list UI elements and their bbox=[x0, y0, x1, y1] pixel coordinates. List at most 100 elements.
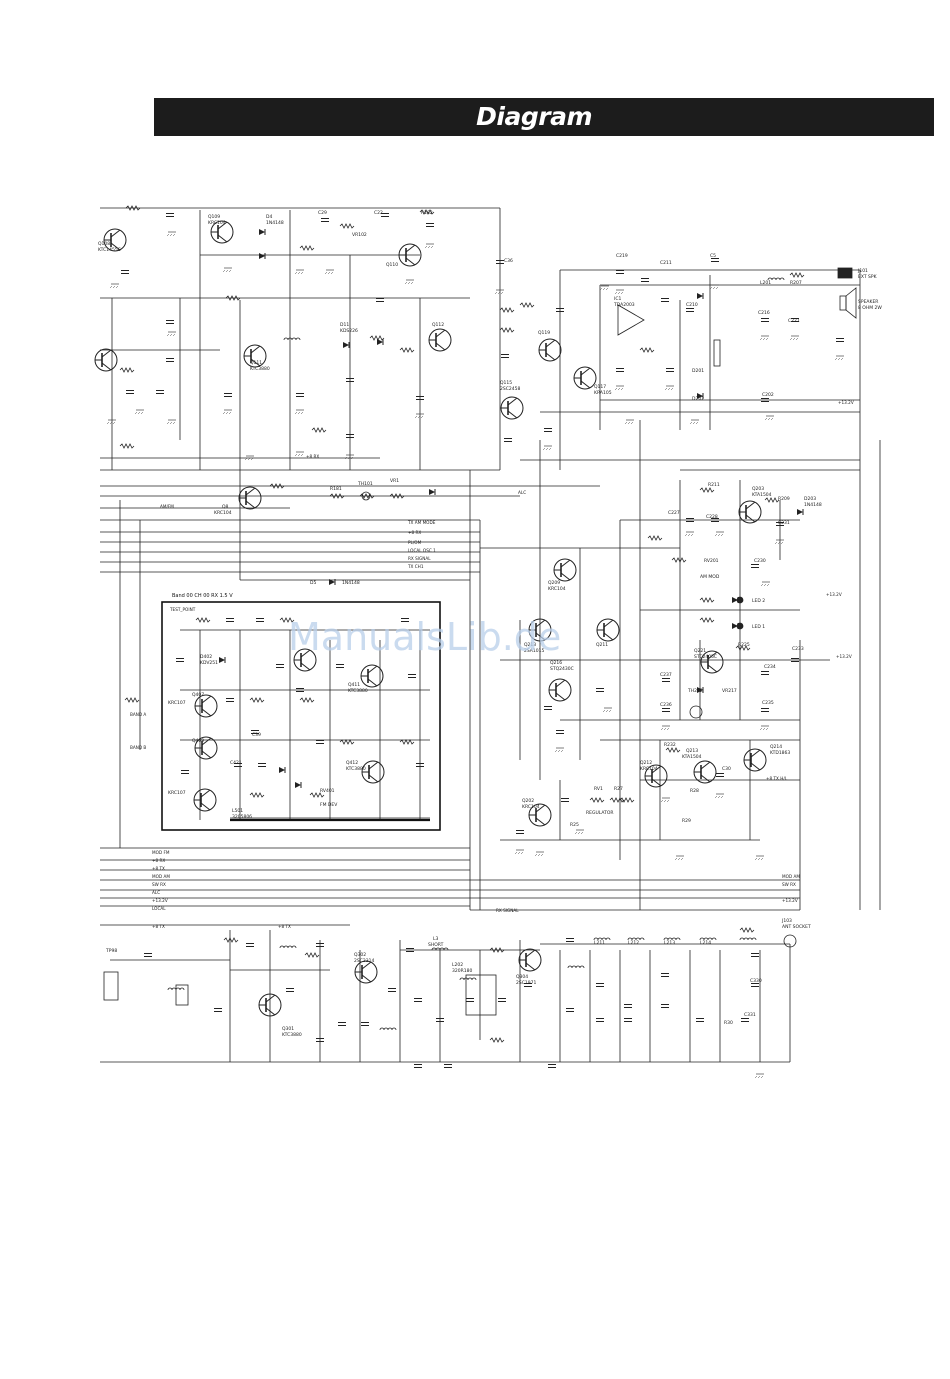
c30-label: C30 bbox=[722, 766, 731, 772]
l214-label: L214 bbox=[700, 940, 711, 946]
ic1-label: IC1 bbox=[614, 296, 621, 302]
q221-label: Q221 bbox=[694, 648, 706, 654]
q112-label: Q112 bbox=[432, 322, 444, 328]
diodes bbox=[218, 228, 804, 789]
rv201-func: AM MOD bbox=[700, 574, 720, 580]
net-local-osc1: LOCAL OSC 1 bbox=[408, 548, 436, 553]
c202-label: C202 bbox=[762, 392, 774, 398]
c211-label: C211 bbox=[660, 260, 672, 266]
c210-label: C210 bbox=[686, 302, 698, 308]
rv1b-label: RV1 bbox=[594, 786, 603, 792]
q412-type: KTC3880 bbox=[346, 766, 366, 772]
q212-type: KRC104 bbox=[640, 766, 658, 772]
rv201-label: RV201 bbox=[704, 558, 719, 564]
q8-type: KRC104 bbox=[214, 510, 232, 516]
q304-type: 2SC1971 bbox=[516, 980, 536, 986]
l3-func: SHORT bbox=[428, 942, 444, 948]
q213b-type: KTA1504 bbox=[682, 754, 702, 760]
d11-label: D11 bbox=[340, 322, 349, 328]
q203-type: KTA1504 bbox=[752, 492, 772, 498]
c421-label: C421 bbox=[230, 760, 242, 766]
q213b-label: Q213 bbox=[686, 748, 698, 754]
q111-label: Q111 bbox=[250, 360, 262, 366]
header-bar: Diagram bbox=[154, 98, 934, 136]
c234-label: C234 bbox=[764, 664, 776, 670]
net-test-point: TEST_POINT bbox=[169, 607, 196, 612]
r182-label: R182 bbox=[421, 210, 433, 216]
c36-label: C36 bbox=[504, 258, 513, 264]
regulator-label: REGULATOR bbox=[586, 810, 614, 816]
d202-label: D202 bbox=[692, 396, 704, 402]
net-plus8rx: +8 RX bbox=[306, 454, 319, 459]
rv401-func: FM DEV bbox=[320, 802, 338, 808]
d5-label: D5 bbox=[310, 580, 316, 586]
l202-val: 320R180 bbox=[452, 968, 472, 974]
c233-label: C233 bbox=[792, 646, 804, 652]
vr102-label: VR102 bbox=[352, 232, 367, 238]
led1-label: LED 1 bbox=[752, 624, 765, 630]
d4-label: D4 bbox=[266, 214, 272, 220]
q202-label: Q202 bbox=[522, 798, 534, 804]
q407-label: Q407 bbox=[192, 692, 204, 698]
c227-label: C227 bbox=[668, 510, 680, 516]
r211-label: R211 bbox=[708, 482, 720, 488]
q115-label: Q115 bbox=[500, 380, 512, 386]
rv401-label: RV401 bbox=[320, 788, 335, 794]
l213-label: L213 bbox=[664, 940, 675, 946]
speaker-label: SPEAKER bbox=[858, 299, 878, 305]
c237-label: C237 bbox=[660, 672, 672, 678]
net-sw-rx: SW RX bbox=[152, 882, 166, 887]
net-labels: +8 RX +13.2V AM/FM TX AM MODE +8 RX PL/O… bbox=[130, 400, 854, 929]
q211-label: Q211 bbox=[596, 642, 608, 648]
c22-label: C22 bbox=[374, 210, 383, 216]
l211-label: L211 bbox=[594, 940, 605, 946]
net-pl-om: PL/OM bbox=[408, 540, 422, 545]
q302-label: Q302 bbox=[354, 952, 366, 958]
th202-label: TH202 bbox=[687, 688, 703, 694]
d5-type: 1N4148 bbox=[342, 580, 360, 586]
q407-type: KRC107 bbox=[168, 700, 186, 706]
net-band-a: BAND A bbox=[130, 712, 146, 717]
l201-label: L201 bbox=[760, 280, 771, 286]
r181-label: R181 bbox=[330, 486, 342, 492]
net-plus8rx-b: +8 RX bbox=[408, 530, 421, 535]
q110-label: Q110 bbox=[386, 262, 398, 268]
watermark: ManualsLib.de bbox=[288, 615, 561, 659]
r29-label: R29 bbox=[682, 818, 691, 824]
c216-label: C216 bbox=[758, 310, 770, 316]
net-am-fm: AM/FM bbox=[160, 504, 174, 509]
c235-label: C235 bbox=[762, 700, 774, 706]
c221-label: C221 bbox=[788, 318, 800, 324]
band-box: Band 00 CH 00 RX 1.5 V bbox=[161, 593, 441, 831]
q213-label: Q213 bbox=[524, 642, 536, 648]
band-box-title: Band 00 CH 00 RX 1.5 V bbox=[172, 593, 233, 599]
q209-type: KRC104 bbox=[548, 586, 566, 592]
j101-type: EXT SPK bbox=[858, 274, 878, 280]
q109-label: Q109 bbox=[208, 214, 220, 220]
c5-label: C5 bbox=[710, 253, 716, 259]
q202-type: KRC104 bbox=[522, 804, 540, 810]
net-tx-am-mode: TX AM MODE bbox=[407, 520, 436, 525]
r28-label: R28 bbox=[690, 788, 699, 794]
vr217-label: VR217 bbox=[722, 688, 737, 694]
l202-label: L202 bbox=[452, 962, 463, 968]
q8-label: Q8 bbox=[222, 504, 229, 510]
net-mod-am-r: MOD AM bbox=[782, 874, 800, 879]
q214-type: KTD1863 bbox=[770, 750, 790, 756]
l3-label: L3 bbox=[433, 936, 439, 942]
q409-type: KRC107 bbox=[168, 790, 186, 796]
q216-type: STQ2430C bbox=[550, 666, 574, 672]
r207-label: R207 bbox=[790, 280, 802, 286]
q301-label: Q301 bbox=[282, 1026, 294, 1032]
j101-label: J101 bbox=[857, 268, 868, 274]
net-alc-b: ALC bbox=[152, 890, 160, 895]
q412-label: Q412 bbox=[346, 760, 358, 766]
net-plus13v2-a: +13.2V bbox=[836, 654, 852, 659]
page-title: Diagram bbox=[476, 102, 592, 131]
net-rx-signal-b: RX SIGNAL bbox=[496, 908, 519, 913]
q115-type: 2SC2458 bbox=[500, 386, 520, 392]
speaker-spec: 8 OHM 2W bbox=[858, 305, 882, 311]
q108-type: KTC1455C bbox=[98, 247, 121, 253]
l501-val: 3205806 bbox=[232, 814, 252, 820]
r225-label: R225 bbox=[738, 642, 750, 648]
